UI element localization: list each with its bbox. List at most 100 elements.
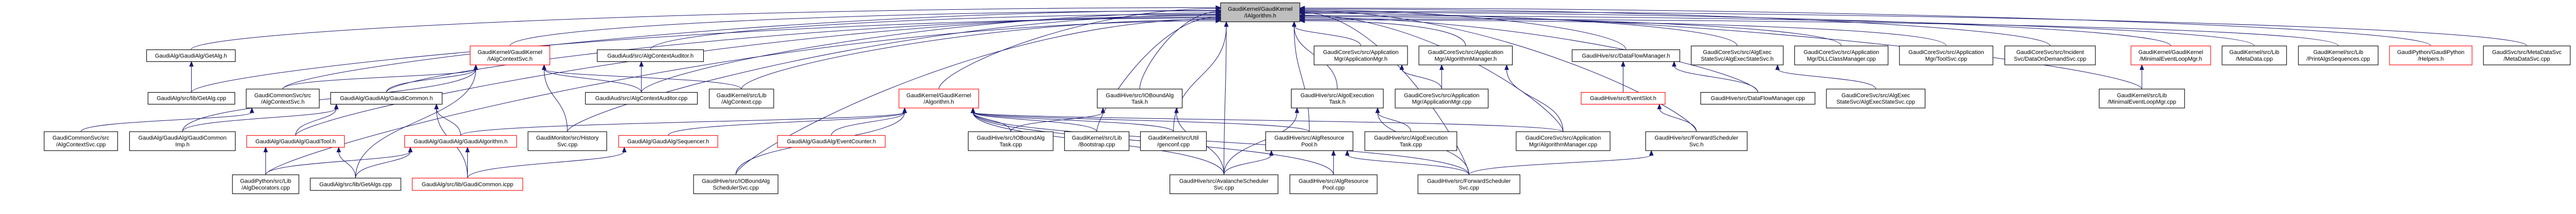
file-node-algctx-cpp[interactable]: GaudiKernel/src/Lib/AlgContext.cpp bbox=[709, 88, 774, 109]
file-node-eventslot-h[interactable]: GaudiHive/src/EventSlot.h bbox=[1581, 92, 1666, 105]
node-label: Svc/DataOnDemandSvc.cpp bbox=[2014, 56, 2086, 62]
node-label: StateSvc/AlgExecStateSvc.h bbox=[1701, 56, 1773, 62]
file-node-appmgr-h[interactable]: GaudiCoreSvc/src/ApplicationMgr/Applicat… bbox=[1314, 45, 1408, 65]
edge-line bbox=[282, 68, 477, 90]
file-node-dods-cpp[interactable]: GaudiCoreSvc/src/IncidentSvc/DataOnDeman… bbox=[2004, 45, 2096, 65]
file-node-aess-cpp[interactable]: GaudiCoreSvc/src/AlgExecStateSvc/AlgExec… bbox=[1826, 88, 1926, 109]
dependency-edge bbox=[541, 64, 742, 90]
dependency-edge bbox=[1292, 21, 1310, 132]
node-box bbox=[1170, 174, 1279, 194]
node-label: GaudiCoreSvc/src/Application bbox=[1526, 135, 1601, 141]
file-node-sequencer-h[interactable]: GaudiAlg/GaudiAlg/Sequencer.h bbox=[618, 135, 718, 148]
node-label: Svc.h bbox=[1689, 142, 1704, 148]
node-label: GaudiCoreSvc/src/Incident bbox=[2016, 49, 2084, 56]
dependency-edge bbox=[1621, 61, 1625, 93]
file-node-dllcm-cpp[interactable]: GaudiCoreSvc/src/ApplicationMgr/DLLClass… bbox=[1794, 45, 1889, 65]
file-node-appmgr-cpp[interactable]: GaudiCoreSvc/src/ApplicationMgr/Applicat… bbox=[1395, 88, 1489, 109]
file-node-algctxaud-h[interactable]: GaudiAud/src/AlgContextAuditor.h bbox=[597, 49, 704, 62]
node-box bbox=[1691, 45, 1784, 65]
file-node-algctxsvc-cpp[interactable]: GaudiCommonSvc/src/AlgContextSvc.cpp bbox=[44, 131, 118, 151]
node-box bbox=[232, 174, 299, 194]
file-node-metadatasvc-cpp[interactable]: GaudiSvc/src/MetaDataSvc/MetaDataSvc.cpp bbox=[2483, 45, 2571, 65]
file-node-gaudalg-h[interactable]: GaudiAlg/GaudiAlg/GaudiAlgorithm.h bbox=[404, 135, 517, 148]
dependency-edge bbox=[336, 147, 356, 179]
arrowhead-icon bbox=[1299, 10, 1305, 15]
file-node-getalg-cpp[interactable]: GaudiAlg/src/lib/GetAlg.cpp bbox=[147, 92, 235, 105]
edge-line bbox=[1304, 17, 1758, 93]
arrowhead-icon bbox=[1331, 150, 1336, 156]
node-label: GaudiKernel/src/Lib bbox=[2117, 93, 2167, 99]
dependency-edge bbox=[295, 103, 339, 136]
file-node-ialgctx-h[interactable]: GaudiKernel/GaudiKernel/IAlgContextSvc.h bbox=[469, 45, 550, 65]
node-label: GaudiAlg/src/lib/GetAlg.cpp bbox=[157, 96, 226, 102]
file-node-printalgs-cpp[interactable]: GaudiKernel/src/Lib/PrintAlgsSequences.c… bbox=[2298, 45, 2379, 65]
file-node-gaudtool-h[interactable]: GaudiAlg/GaudiAlg/GaudiTool.h bbox=[246, 135, 345, 148]
file-node-getalgs-cpp[interactable]: GaudiAlg/src/lib/GetAlgs.cpp bbox=[310, 177, 401, 191]
edge-line bbox=[1294, 26, 1310, 132]
dependency-edge bbox=[1299, 19, 1466, 46]
edge-line bbox=[265, 151, 411, 175]
file-node-gaudicommon-h[interactable]: GaudiAlg/GaudiAlg/GaudiCommon.h bbox=[330, 92, 443, 105]
node-label: /AlgDecorators.cpp bbox=[242, 185, 290, 191]
node-label: GaudiPython/src/Lib bbox=[240, 178, 291, 184]
dependency-edge bbox=[1672, 61, 1758, 93]
file-node-helpers-h[interactable]: GaudiPython/GaudiPython/Helpers.h bbox=[2389, 45, 2472, 65]
file-node-getalg-h[interactable]: GaudiAlg/GaudiAlg/GetAlg.h bbox=[146, 49, 236, 62]
node-label: GaudiHive/src/ForwardScheduler bbox=[1427, 178, 1511, 184]
edge-line bbox=[1304, 13, 2142, 90]
dependency-edge bbox=[1299, 16, 2339, 46]
dependency-edge bbox=[938, 6, 1222, 90]
file-node-algdeco-cpp[interactable]: GaudiPython/src/Lib/AlgDecorators.cpp bbox=[232, 174, 299, 194]
edge-line bbox=[544, 69, 642, 93]
node-label: Mgr/ToolSvc.cpp bbox=[1925, 56, 1968, 62]
file-node-melm-h[interactable]: GaudiKernel/GaudiKernel/MinimalEventLoop… bbox=[2130, 45, 2211, 65]
file-node-algmgr-cpp[interactable]: GaudiCoreSvc/src/ApplicationMgr/Algorith… bbox=[1516, 131, 1611, 151]
node-box bbox=[147, 92, 235, 105]
arrowhead-icon bbox=[1292, 21, 1297, 27]
dependency-edge bbox=[1173, 21, 1229, 132]
file-node-algctxaud-cpp[interactable]: GaudiAud/src/AlgContextAuditor.cpp bbox=[585, 92, 698, 105]
node-label: GaudiKernel/src/Lib bbox=[1072, 135, 1122, 141]
edge-line bbox=[973, 112, 1469, 175]
node-label: StateSvc/AlgExecStateSvc.cpp bbox=[1836, 99, 1915, 105]
edge-line bbox=[1468, 154, 1652, 175]
node-box bbox=[528, 131, 607, 151]
file-node-aess-h[interactable]: GaudiCoreSvc/src/AlgExecStateSvc/AlgExec… bbox=[1691, 45, 1784, 65]
node-box bbox=[1364, 131, 1458, 151]
file-node-algorithm-h[interactable]: GaudiKernel/GaudiKernel/Algorithm.h bbox=[899, 88, 979, 109]
file-node-toolsvc-cpp[interactable]: GaudiCoreSvc/src/ApplicationMgr/ToolSvc.… bbox=[1899, 45, 1993, 65]
dependency-edge bbox=[2139, 64, 2144, 90]
node-box bbox=[469, 45, 550, 65]
node-box bbox=[246, 135, 345, 148]
node-label: Svc.cpp bbox=[1459, 185, 1479, 191]
file-node-dfm-h[interactable]: GaudiHive/src/DataFlowManager.h bbox=[1571, 49, 1681, 62]
file-node-gcommon-icpp[interactable]: GaudiAlg/src/lib/GaudiCommon.icpp bbox=[412, 177, 523, 191]
arrowhead-icon bbox=[902, 107, 907, 113]
arrowhead-icon bbox=[1375, 107, 1380, 113]
node-label: GaudiHive/src/IOBoundAlg bbox=[1106, 93, 1174, 99]
arrowhead-icon bbox=[473, 64, 478, 70]
file-node-dfm-cpp[interactable]: GaudiHive/src/DataFlowManager.cpp bbox=[1700, 92, 1816, 105]
file-node-evtcounter-h[interactable]: GaudiAlg/GaudiAlg/EventCounter.h bbox=[777, 135, 886, 148]
node-box bbox=[129, 131, 236, 151]
node-label: /MinimalEventLoopMgr.h bbox=[2140, 56, 2202, 62]
edge-line bbox=[295, 108, 337, 136]
file-node-algctxsvc-h[interactable]: GaudiCommonSvc/src/AlgContextSvc.h bbox=[246, 88, 320, 109]
file-node-bootstrap-cpp[interactable]: GaudiKernel/src/Lib/Bootstrap.cpp bbox=[1064, 131, 1130, 151]
file-node-melm-cpp[interactable]: GaudiKernel/src/Lib/MinimalEventLoopMgr.… bbox=[2098, 88, 2185, 109]
file-node-genconf-cpp[interactable]: GaudiKernel/src/Util/genconf.cpp bbox=[1140, 131, 1207, 151]
file-node-algmgr-h[interactable]: GaudiCoreSvc/src/ApplicationMgr/Algorith… bbox=[1418, 45, 1513, 65]
file-node-metadata-cpp[interactable]: GaudiKernel/src/Lib/MetaData.cpp bbox=[2222, 45, 2287, 65]
